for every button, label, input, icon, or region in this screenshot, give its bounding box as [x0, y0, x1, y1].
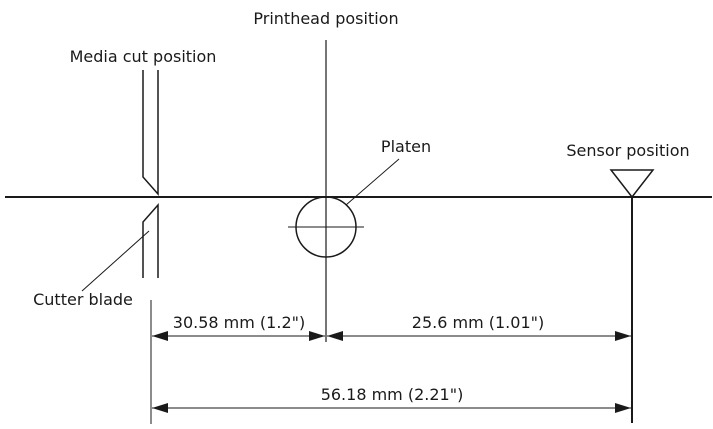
sensor-position-label: Sensor position: [566, 141, 689, 160]
platen-leader: [345, 158, 400, 206]
upper-cutter-blade: [142, 70, 159, 196]
cutter-blade-leader: [81, 230, 150, 292]
cutter-blade-label: Cutter blade: [33, 290, 133, 309]
media-cut-position-label: Media cut position: [70, 47, 217, 66]
printhead-position-label: Printhead position: [253, 9, 398, 28]
arrowhead-left-1: [152, 331, 168, 341]
dim-label-printhead-sensor: 25.6 mm (1.01"): [412, 313, 544, 332]
dim-label-cut-printhead: 30.58 mm (1.2"): [173, 313, 305, 332]
lower-cutter-blade: [142, 203, 159, 278]
arrowhead-right-2: [615, 331, 631, 341]
sensor-triangle-icon: [609, 169, 655, 199]
arrowhead-left-2: [327, 331, 343, 341]
platen-label: Platen: [381, 137, 431, 156]
arrowhead-left-3: [152, 403, 168, 413]
dim-label-cut-sensor: 56.18 mm (2.21"): [321, 385, 464, 404]
arrowhead-right-1: [309, 331, 325, 341]
arrowhead-right-3: [615, 403, 631, 413]
